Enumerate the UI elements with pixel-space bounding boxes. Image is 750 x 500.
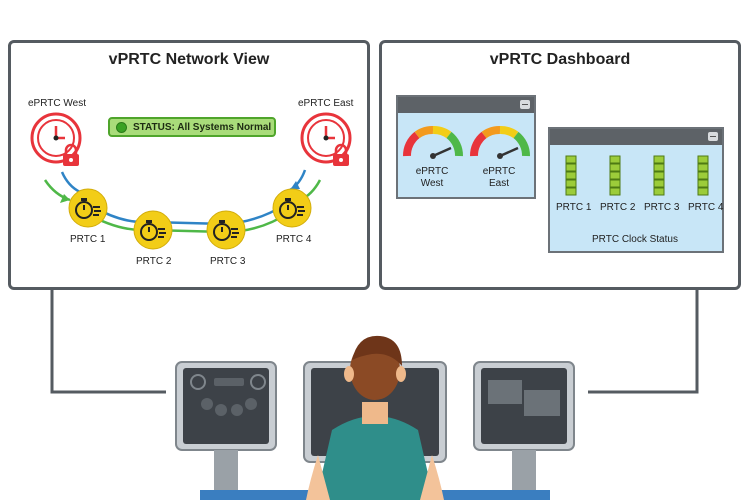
widget-titlebar [398,97,534,113]
status-bar-cell [653,163,665,172]
minimize-icon[interactable] [520,100,530,109]
dashboard-title: vPRTC Dashboard [489,51,631,68]
status-bar-cell [565,171,577,180]
gauge-icon [470,126,530,159]
status-bar-cell [609,187,621,196]
status-bar-cell [653,179,665,188]
status-bar-cell [653,187,665,196]
status-bar-cell [697,171,709,180]
bar-label-3: PRTC 3 [644,202,680,213]
clock-status-widget [548,127,724,253]
bar-label-4: PRTC 4 [688,202,724,213]
prtc-1-label: PRTC 1 [70,234,106,245]
status-bar-cell [565,163,577,172]
status-bar-cell [653,171,665,180]
prtc-4-label: PRTC 4 [276,234,312,245]
status-bars [565,155,709,196]
status-bar-cell [565,155,577,164]
eprtc-west-label: ePRTC West [28,98,86,109]
status-bar-cell [609,171,621,180]
clock-status-title: PRTC Clock Status [592,234,678,245]
stopwatch-icon [272,188,312,228]
prtc-2-label: PRTC 2 [136,256,172,267]
status-bar-cell [653,155,665,164]
clock-lock-icon [30,112,82,166]
stopwatch-icon [68,188,108,228]
status-text: STATUS: All Systems Normal [133,121,272,133]
stopwatch-icon [206,210,246,250]
gauge-widget [396,95,536,199]
status-bar-cell [565,187,577,196]
status-bar-cell [697,179,709,188]
gauge-east-label: ePRTC East [482,166,516,189]
eprtc-east-label: ePRTC East [298,98,354,109]
status-bar-cell [565,179,577,188]
status-badge: STATUS: All Systems Normal [108,117,276,137]
bar-label-1: PRTC 1 [556,202,592,213]
gauge-west-label: ePRTC West [415,166,449,189]
status-bar-cell [697,163,709,172]
status-bar-cell [609,163,621,172]
status-bar-cell [697,187,709,196]
status-bar-cell [697,155,709,164]
prtc-3-label: PRTC 3 [210,256,246,267]
status-bar-cell [609,155,621,164]
gauge-icon [403,126,463,159]
stopwatch-icon [133,210,173,250]
bar-label-2: PRTC 2 [600,202,636,213]
status-indicator-icon [116,121,127,133]
operator-workstation [175,335,575,500]
clock-lock-icon [300,112,352,166]
network-view-title: vPRTC Network View [108,51,270,68]
widget-titlebar [550,129,722,145]
minimize-icon[interactable] [708,132,718,141]
status-bar-cell [609,179,621,188]
